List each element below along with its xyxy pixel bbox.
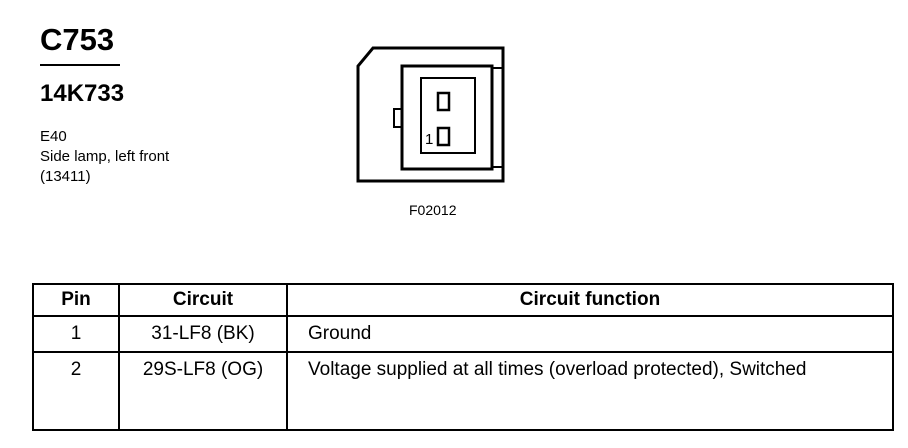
- pin-cavity-1: [436, 126, 451, 147]
- pin-cell: 1: [32, 315, 120, 353]
- circuit-cell: 31-LF8 (BK): [118, 315, 288, 353]
- table-header-row: Pin Circuit Circuit function: [32, 283, 894, 317]
- connector-id-underline: [40, 64, 120, 66]
- figure-reference: F02012: [409, 202, 457, 218]
- cavity-frame: [420, 77, 476, 154]
- locking-tab: [393, 108, 402, 128]
- connector-details: E40 Side lamp, left front (13411): [40, 127, 169, 187]
- table-row: 1 31-LF8 (BK) Ground: [32, 315, 894, 353]
- header-circuit: Circuit: [118, 283, 288, 317]
- header-circuit-function: Circuit function: [286, 283, 894, 317]
- connector-face-diagram: 1: [356, 46, 505, 183]
- pin-cavity-2: [436, 91, 451, 112]
- table-row: 2 29S-LF8 (OG) Voltage supplied at all t…: [32, 351, 894, 431]
- circuit-function-cell: Voltage supplied at all times (overload …: [286, 351, 894, 431]
- header-pin: Pin: [32, 283, 120, 317]
- component-description: Side lamp, left front: [40, 148, 170, 165]
- circuit-function-cell: Ground: [286, 315, 894, 353]
- part-number: 14K733: [40, 80, 125, 107]
- connector-id: C753: [40, 22, 115, 57]
- circuit-cell: 29S-LF8 (OG): [118, 351, 288, 431]
- pin-cell: 2: [32, 351, 120, 431]
- location-code: E40: [40, 128, 67, 145]
- side-rib: [491, 67, 504, 168]
- pin-1-label: 1: [425, 131, 433, 148]
- component-number: (13411): [40, 168, 91, 185]
- connector-housing: [356, 46, 505, 183]
- pinout-table: Pin Circuit Circuit function 1 31-LF8 (B…: [32, 283, 894, 431]
